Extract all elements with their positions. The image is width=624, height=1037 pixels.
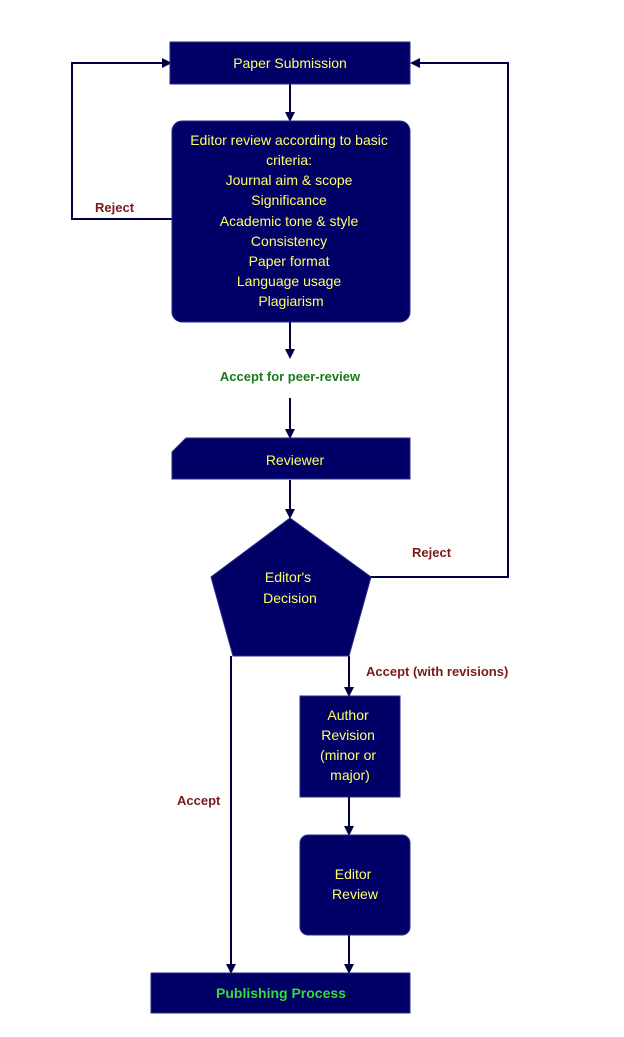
- editor-review-line: Language usage: [237, 273, 342, 289]
- publishing-process-label: Publishing Process: [216, 985, 346, 1001]
- node-editor-review-final: Editor Review: [299, 834, 411, 936]
- editor-review-final-line: Editor: [335, 866, 372, 882]
- editor-review-final-line: Review: [332, 886, 379, 902]
- editor-review-line: Significance: [251, 192, 327, 208]
- editor-review-line: Academic tone & style: [220, 213, 359, 229]
- node-editors-decision: Editor's Decision: [210, 517, 372, 657]
- decision-line: Editor's: [265, 569, 311, 585]
- edge-label-accept-peer-review: Accept for peer-review: [220, 369, 361, 384]
- decision-text: Editor's Decision: [263, 569, 317, 606]
- node-reviewer: Reviewer: [171, 437, 411, 480]
- node-author-revision: Author Revision (minor or major): [299, 695, 401, 798]
- editor-review-line: Paper format: [249, 253, 330, 269]
- author-revision-line: (minor or: [320, 747, 376, 763]
- edge-reject-right: [370, 58, 509, 578]
- editor-review-final-text: Editor Review: [332, 866, 379, 902]
- author-revision-line: Revision: [321, 727, 375, 743]
- edge-reject-left: [71, 58, 172, 220]
- edge-label-reject-left: Reject: [95, 200, 135, 215]
- editor-review-line: Plagiarism: [258, 293, 323, 309]
- editor-review-line: Editor review according to basic: [190, 132, 388, 148]
- node-paper-submission: Paper Submission: [169, 41, 411, 85]
- author-revision-line: major): [330, 767, 370, 783]
- author-revision-line: Author: [327, 707, 369, 723]
- editor-review-line: criteria:: [266, 152, 312, 168]
- edge-label-accept-with-revisions: Accept (with revisions): [366, 664, 508, 679]
- author-revision-text: Author Revision (minor or major): [320, 707, 380, 783]
- reviewer-label: Reviewer: [266, 452, 325, 468]
- decision-line: Decision: [263, 590, 317, 606]
- editor-review-line: Consistency: [251, 233, 327, 249]
- editor-review-line: Journal aim & scope: [226, 172, 353, 188]
- paper-submission-label: Paper Submission: [233, 55, 347, 71]
- editor-review-text: Editor review according to basic criteri…: [190, 132, 392, 309]
- node-publishing-process: Publishing Process: [150, 972, 411, 1014]
- edge-label-accept: Accept: [177, 793, 221, 808]
- edge-label-reject-right: Reject: [412, 545, 452, 560]
- node-editor-review: Editor review according to basic criteri…: [171, 120, 411, 323]
